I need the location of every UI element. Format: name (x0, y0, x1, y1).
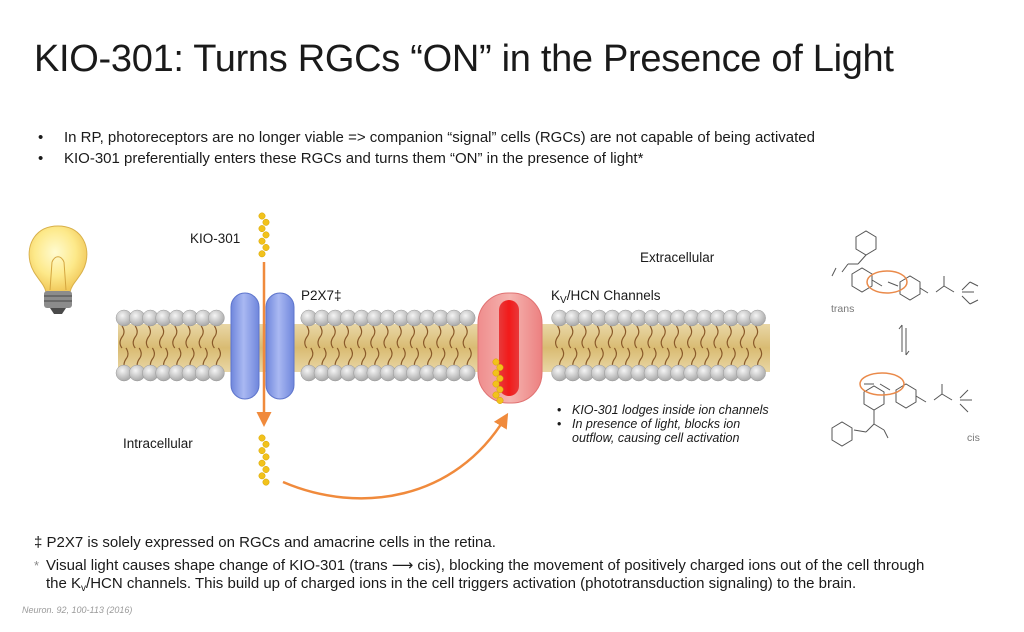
kio301-label: KIO-301 (190, 231, 241, 246)
lipid-head (458, 309, 476, 327)
cis-label: cis (967, 432, 980, 444)
drug-bead (258, 459, 266, 467)
star-footnote: * Visual light causes shape change of KI… (34, 557, 994, 598)
drug-bead (496, 364, 504, 371)
drug-bead (258, 237, 266, 245)
cis-molecule-structure (831, 372, 972, 447)
extracellular-label: Extracellular (640, 250, 715, 265)
curved-arrow (282, 412, 509, 500)
kio301-molecule-in-channel (492, 358, 504, 404)
drug-bead (258, 434, 266, 442)
star-footnote-line2: the Kv/HCN channels. This build up of ch… (34, 575, 994, 598)
drug-bead (258, 447, 266, 455)
drug-bead (262, 440, 270, 448)
bullet-marker: • (38, 150, 44, 167)
kio301-molecule-top (258, 212, 270, 258)
light-bulb-icon (28, 225, 88, 314)
drug-bead (492, 369, 500, 377)
note-text: KIO-301 lodges inside ion channels (572, 403, 769, 417)
bullet-item: • KIO-301 preferentially enters these RG… (38, 148, 815, 169)
drug-bead (262, 231, 270, 239)
bullet-marker: • (38, 129, 44, 146)
lipid-head (749, 364, 766, 382)
lipid-bilayer (118, 324, 770, 372)
dagger-footnote: ‡ P2X7 is solely expressed on RGCs and a… (34, 534, 496, 552)
bullet-text: In RP, photoreceptors are no longer viab… (64, 129, 815, 146)
drug-bead (258, 212, 266, 220)
kv-hcn-channel (477, 292, 543, 404)
drug-bead (496, 397, 504, 404)
drug-bead (492, 358, 500, 366)
star-marker: * (34, 558, 40, 573)
drug-bead (262, 218, 270, 226)
drug-bead (262, 478, 270, 486)
lipid-head (208, 364, 225, 382)
intracellular-label: Intracellular (123, 436, 193, 451)
drug-bead (496, 386, 504, 393)
channel-notes: • KIO-301 lodges inside ion channels • I… (557, 403, 772, 445)
note-item: • In presence of light, blocks ion outfl… (557, 417, 772, 445)
dagger-text: P2X7 is solely expressed on RGCs and ama… (46, 534, 496, 551)
note-marker: • (557, 403, 562, 417)
drug-bead (262, 453, 270, 461)
star-footnote-line1: * Visual light causes shape change of KI… (34, 557, 994, 575)
drug-bead (258, 225, 266, 233)
channel-label-v-subscript: V (560, 295, 567, 306)
trans-molecule-structure (831, 230, 979, 305)
p2x7-label: P2X7‡ (301, 288, 342, 303)
bullet-list: • In RP, photoreceptors are no longer vi… (38, 127, 815, 169)
slide-title: KIO-301: Turns RGCs “ON” in the Presence… (34, 38, 894, 80)
dagger-marker: ‡ (34, 534, 43, 551)
lipid-head (749, 309, 766, 327)
p2x7-channel (230, 292, 295, 400)
citation: Neuron. 92, 100-113 (2016) (22, 605, 133, 615)
drug-bead (492, 391, 500, 399)
channel-label-rest: /HCN Channels (566, 288, 661, 303)
trans-label: trans (831, 303, 855, 315)
note-text: In presence of light, blocks ion outflow… (572, 417, 741, 445)
note-marker: • (557, 417, 562, 431)
star-text-line2-pre: the K (46, 575, 82, 592)
star-text-line2-post: /HCN channels. This build up of charged … (86, 575, 857, 592)
lipid-heads (115, 309, 766, 382)
kv-hcn-channel-label: KV/HCN Channels (551, 288, 660, 306)
channel-label-k: K (551, 288, 561, 303)
bullet-item: • In RP, photoreceptors are no longer vi… (38, 127, 815, 148)
drug-bead (262, 466, 270, 473)
drug-bead (258, 250, 266, 258)
drug-bead (258, 472, 266, 480)
star-text-line2-sub: v (81, 583, 87, 594)
star-text-line1: Visual light causes shape change of KIO-… (46, 557, 925, 574)
lipid-head (458, 364, 476, 382)
drug-bead (496, 375, 504, 382)
lipid-head (208, 309, 225, 327)
drug-bead (262, 244, 270, 251)
kio301-molecule-bottom (258, 434, 270, 486)
isomerization-arrows (898, 324, 910, 356)
bullet-text: KIO-301 preferentially enters these RGCs… (64, 150, 644, 167)
note-item: • KIO-301 lodges inside ion channels (557, 403, 772, 417)
drug-bead (492, 380, 500, 388)
